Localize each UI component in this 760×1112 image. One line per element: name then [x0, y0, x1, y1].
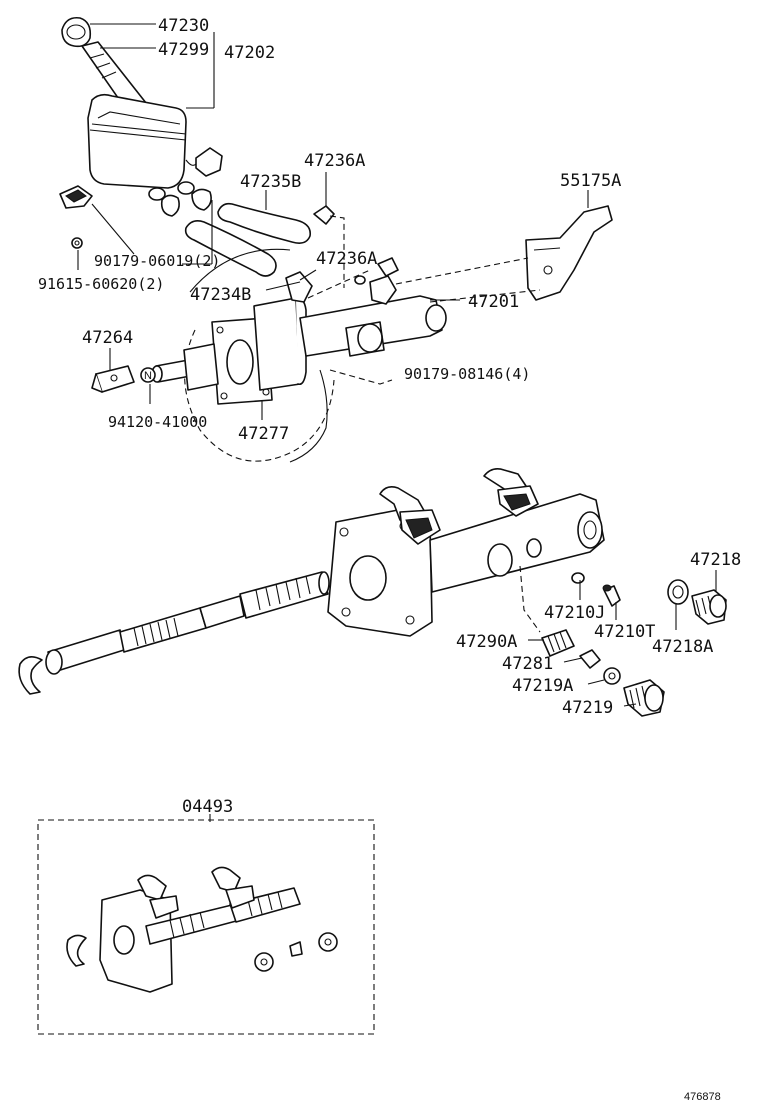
label-47202: 47202 — [224, 43, 275, 63]
reservoir-tank-part — [87, 93, 187, 189]
piston-assembly-part — [45, 571, 330, 675]
label-47299: 47299 — [158, 40, 209, 60]
label-47230: 47230 — [158, 16, 209, 36]
master-cylinder-body-part — [327, 493, 605, 637]
nut-marker: N — [144, 370, 152, 382]
push-rod-part — [151, 343, 219, 391]
plug-gasket-part — [667, 579, 689, 605]
label-90179-08146: 90179-08146(4) — [404, 365, 530, 383]
stop-bolt-part — [602, 584, 621, 607]
snap-ring-part — [18, 656, 43, 695]
master-cylinder-assembly-part — [253, 257, 447, 391]
label-47218a: 47218A — [652, 637, 713, 657]
label-91615-60620: 91615-60620(2) — [38, 275, 164, 293]
label-94120-41000: 94120-41000 — [108, 413, 207, 431]
reservoir-grommet-part — [148, 181, 212, 217]
label-47234b: 47234B — [190, 285, 251, 305]
reservoir-connector-part — [185, 147, 223, 177]
label-47236a-top: 47236A — [304, 151, 365, 171]
return-spring-part — [541, 629, 575, 657]
grommet-upper-part — [354, 275, 366, 285]
outlet-gasket-part — [603, 667, 621, 685]
kit-box — [37, 819, 375, 1035]
label-47210t: 47210T — [594, 622, 655, 642]
label-47235b: 47235B — [240, 172, 301, 192]
label-90179-06019: 90179-06019(2) — [94, 252, 220, 270]
push-rod-clevis-part — [91, 365, 135, 393]
reservoir-hose-part — [217, 202, 312, 244]
small-bolt-part — [71, 237, 83, 249]
nut-part: N — [140, 367, 156, 383]
mounting-bracket-part — [525, 205, 613, 301]
label-47219: 47219 — [562, 698, 613, 718]
spring-retainer-part — [579, 649, 601, 669]
hose-clip-part — [313, 205, 335, 225]
reservoir-clip-part — [59, 185, 93, 209]
kit-contents-part — [66, 866, 338, 993]
label-47236a-mid: 47236A — [316, 249, 377, 269]
brake-booster-part — [184, 248, 335, 463]
label-47264: 47264 — [82, 328, 133, 348]
label-55175a: 55175A — [560, 171, 621, 191]
stop-bolt-gasket-part — [571, 572, 585, 584]
reservoir-cap-part — [61, 16, 92, 48]
outlet-plug-part — [623, 679, 665, 717]
diagram-reference-number: 476878 — [684, 1091, 721, 1103]
label-47219a: 47219A — [512, 676, 573, 696]
label-47290a: 47290A — [456, 632, 517, 652]
reservoir-union-part — [379, 468, 539, 545]
label-47277: 47277 — [238, 424, 289, 444]
label-47210j: 47210J — [544, 603, 605, 623]
reservoir-hose-lower-part — [184, 220, 277, 277]
dashed-alignment-lines — [307, 215, 541, 633]
label-47201: 47201 — [468, 292, 519, 312]
label-47218: 47218 — [690, 550, 741, 570]
label-47281: 47281 — [502, 654, 553, 674]
plug-part — [691, 589, 727, 625]
label-04493: 04493 — [182, 797, 233, 817]
